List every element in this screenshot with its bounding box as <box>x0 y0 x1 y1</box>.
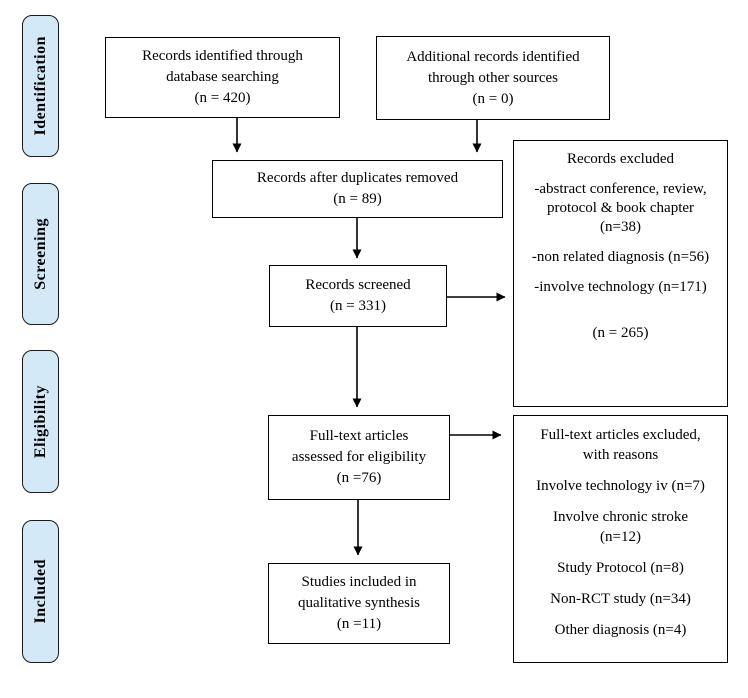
box-text-line: assessed for eligibility <box>291 449 427 465</box>
stage-label-screening: Screening <box>22 183 59 325</box>
box-text-line: Full-text articles <box>309 428 409 444</box>
box-reason-line: Other diagnosis (n=4) <box>554 622 687 638</box>
stage-label-included-text: Included <box>31 559 49 624</box>
box-text-line: database searching <box>166 69 279 85</box>
box-count: (n=12) <box>600 529 641 545</box>
box-reason-line: -abstract conference, review, <box>534 181 707 197</box>
box-count: (n = 265) <box>592 325 649 341</box>
box-heading: Full-text articles excluded, <box>540 427 701 443</box>
box-heading: Records excluded <box>566 151 675 167</box>
box-fulltext-assessed: Full-text articles assessed for eligibil… <box>268 415 450 500</box>
box-count: (n =11) <box>336 616 382 632</box>
box-reason-line: Involve chronic stroke <box>553 509 688 525</box>
box-text-line: Records screened <box>305 277 411 293</box>
stage-label-identification-text: Identification <box>31 36 49 136</box>
box-count: (n =76) <box>336 470 382 486</box>
box-text-line: Additional records identified <box>406 48 580 65</box>
stage-label-eligibility-text: Eligibility <box>31 384 49 459</box>
stage-label-included: Included <box>22 520 59 663</box>
box-fulltext-excluded: Full-text articles excluded, with reason… <box>513 415 728 663</box>
box-reason-line: Involve technology iv (n=7) <box>536 478 705 494</box>
box-count: (n = 0) <box>472 90 514 107</box>
box-text-line: qualitative synthesis <box>297 595 421 611</box>
box-reason-line: -involve technology (n=171) <box>534 279 707 295</box>
box-count: (n = 89) <box>333 191 382 207</box>
box-records-excluded: Records excluded -abstract conference, r… <box>513 140 728 407</box>
box-count: (n = 420) <box>194 90 251 106</box>
box-heading: with reasons <box>582 447 659 463</box>
box-text-line: through other sources <box>428 69 558 86</box>
box-reason-line: Non-RCT study (n=34) <box>550 591 691 607</box>
box-count: (n = 331) <box>330 298 386 314</box>
box-studies-included: Studies included in qualitative synthesi… <box>268 563 450 644</box>
box-reason-line: protocol & book chapter <box>546 200 695 216</box>
box-reason-line: Study Protocol (n=8) <box>557 560 684 576</box>
box-reason-line: -non related diagnosis (n=56) <box>531 249 710 265</box>
box-records-identified: Records identified through database sear… <box>105 37 340 118</box>
stage-label-eligibility: Eligibility <box>22 350 59 493</box>
box-text-line: Records after duplicates removed <box>256 170 459 186</box>
box-additional-records: Additional records identified through ot… <box>376 36 610 120</box>
stage-label-identification: Identification <box>22 15 59 157</box>
stage-label-screening-text: Screening <box>31 218 49 290</box>
box-count: (n=38) <box>600 219 641 235</box>
box-text-line: Records identified through <box>142 48 303 64</box>
box-duplicates-removed: Records after duplicates removed (n = 89… <box>212 160 503 218</box>
box-text-line: Studies included in <box>301 574 417 590</box>
box-records-screened: Records screened (n = 331) <box>269 265 447 327</box>
